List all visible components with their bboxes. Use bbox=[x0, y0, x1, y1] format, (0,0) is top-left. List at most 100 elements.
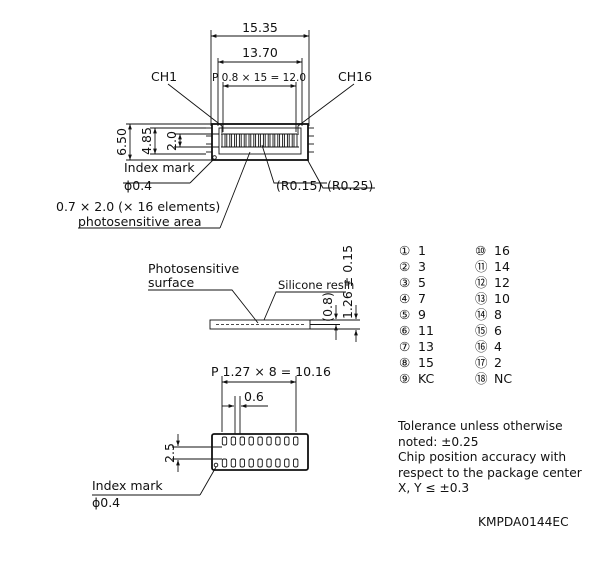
bottom-pad bbox=[239, 436, 245, 446]
window-outline bbox=[218, 127, 302, 155]
bottom-pad bbox=[266, 436, 272, 446]
silicone-resin-label: Silicone resin bbox=[278, 278, 354, 292]
photodiode-element bbox=[221, 133, 226, 148]
bottom-index-mark-diameter: ϕ0.4 bbox=[92, 495, 120, 510]
bottom-pad bbox=[248, 458, 254, 468]
pin-function: 14 bbox=[494, 259, 510, 274]
bottom-pad bbox=[266, 458, 272, 468]
pin-number: ⑮ bbox=[475, 323, 488, 338]
bottom-pad bbox=[248, 436, 254, 446]
pin-function: 11 bbox=[418, 323, 434, 338]
bottom-pad bbox=[275, 436, 281, 446]
depth-label: (0.8) bbox=[320, 292, 335, 322]
drawing-code: KMPDA0144EC bbox=[478, 515, 569, 529]
note-line-5: X, Y ≤ ±0.3 bbox=[398, 481, 470, 496]
pin-number: ⑤ bbox=[399, 307, 410, 322]
photodiode-element bbox=[226, 133, 231, 148]
pin-number: ② bbox=[399, 259, 410, 274]
bottom-pitch-label: P 1.27 × 8 = 10.16 bbox=[211, 364, 331, 379]
radius-inner-label: (R0.15) bbox=[276, 178, 322, 193]
pin-function: 13 bbox=[418, 339, 434, 354]
height-overall-label: 6.50 bbox=[114, 128, 129, 156]
photodiode-element bbox=[240, 133, 245, 148]
photosensitive-surface-line1: Photosensitive bbox=[148, 261, 240, 276]
pin-function: 10 bbox=[494, 291, 510, 306]
width-inner-label: 13.70 bbox=[242, 45, 278, 60]
photodiode-element bbox=[274, 133, 279, 148]
pin-function: 7 bbox=[418, 291, 426, 306]
bottom-pads bbox=[221, 436, 299, 468]
pin-function: 4 bbox=[494, 339, 502, 354]
photodiode-element bbox=[264, 133, 269, 148]
package-outline bbox=[211, 123, 309, 161]
pin-number: ⑭ bbox=[475, 307, 488, 322]
pin-number: ⑩ bbox=[475, 243, 486, 258]
side-view: Photosensitive surface Silicone resin (0… bbox=[148, 245, 360, 342]
pin-function: 15 bbox=[418, 355, 434, 370]
row-gap-label: 2.5 bbox=[162, 443, 177, 463]
photodiode-element bbox=[255, 133, 260, 148]
pin-number: ⑫ bbox=[475, 275, 488, 290]
thickness-label: 1.26 ± 0.15 bbox=[340, 245, 355, 319]
index-mark bbox=[212, 155, 217, 160]
note-line-4: respect to the package center bbox=[398, 465, 582, 480]
pin-number: ⑰ bbox=[475, 355, 488, 370]
ch16-label: CH16 bbox=[338, 69, 372, 84]
bottom-view: P 1.27 × 8 = 10.16 0.6 2.5 Index mark ϕ0… bbox=[92, 364, 331, 510]
pin-number: ⑪ bbox=[475, 259, 488, 274]
pin-function: 3 bbox=[418, 259, 426, 274]
photodiode-element bbox=[283, 133, 288, 148]
note-line-1: Tolerance unless otherwise bbox=[398, 419, 563, 433]
pin-function: 9 bbox=[418, 307, 426, 322]
ch1-label: CH1 bbox=[151, 69, 177, 84]
pin-number: ⑨ bbox=[399, 371, 410, 386]
width-overall-label: 15.35 bbox=[242, 20, 278, 35]
element-size-label: 0.7 × 2.0 (× 16 elements) bbox=[56, 199, 220, 214]
pin-function: KC bbox=[418, 371, 435, 386]
pin-number: ⑱ bbox=[475, 371, 488, 386]
pin-function: 5 bbox=[418, 275, 426, 290]
photodiode-element bbox=[269, 133, 274, 148]
bottom-pad bbox=[221, 458, 228, 468]
height-inner-label: 4.85 bbox=[139, 127, 154, 155]
package-side-outline bbox=[209, 319, 311, 330]
photodiode-element bbox=[279, 133, 284, 148]
pin-function: 16 bbox=[494, 243, 510, 258]
bottom-pad bbox=[257, 436, 263, 446]
bottom-pad bbox=[284, 436, 290, 446]
photodiode-element bbox=[245, 133, 250, 148]
pin-function: 8 bbox=[494, 307, 502, 322]
photosensitive-area-label: photosensitive area bbox=[78, 214, 201, 229]
bottom-pad bbox=[275, 458, 281, 468]
photodiode-element bbox=[250, 133, 255, 148]
bottom-pad bbox=[293, 436, 299, 446]
bottom-index-mark-label: Index mark bbox=[92, 478, 163, 493]
bottom-pad bbox=[239, 458, 245, 468]
bottom-pad bbox=[230, 458, 237, 468]
bottom-pad bbox=[221, 436, 228, 446]
photodiode-element bbox=[235, 133, 240, 148]
photodiode-element bbox=[288, 133, 293, 148]
photodiode-element bbox=[293, 133, 298, 148]
pin-function: 12 bbox=[494, 275, 510, 290]
pitch-label: P 0.8 × 15 = 12.0 bbox=[212, 72, 306, 84]
pin-function: 6 bbox=[494, 323, 502, 338]
pin-number: ⑥ bbox=[399, 323, 410, 338]
top-view: 15.35 13.70 P 0.8 × 15 = 12.0 CH1 CH16 bbox=[56, 20, 375, 229]
pin-number: ① bbox=[399, 243, 410, 258]
tolerance-notes: Tolerance unless otherwise noted: ±0.25 … bbox=[398, 419, 598, 497]
radius-outer-label: (R0.25) bbox=[327, 178, 373, 193]
package-bottom-outline bbox=[211, 433, 309, 471]
bottom-pad bbox=[293, 458, 299, 468]
pad-width-label: 0.6 bbox=[244, 389, 264, 404]
note-line-3: Chip position accuracy with bbox=[398, 450, 567, 465]
bottom-pad bbox=[230, 436, 237, 446]
bottom-pad bbox=[257, 458, 263, 468]
pin-function: 2 bbox=[494, 355, 502, 370]
photodiode-elements bbox=[221, 133, 298, 148]
index-mark-label: Index mark bbox=[124, 160, 195, 175]
index-mark-diameter: ϕ0.4 bbox=[124, 178, 152, 193]
pin-number: ⑧ bbox=[399, 355, 410, 370]
